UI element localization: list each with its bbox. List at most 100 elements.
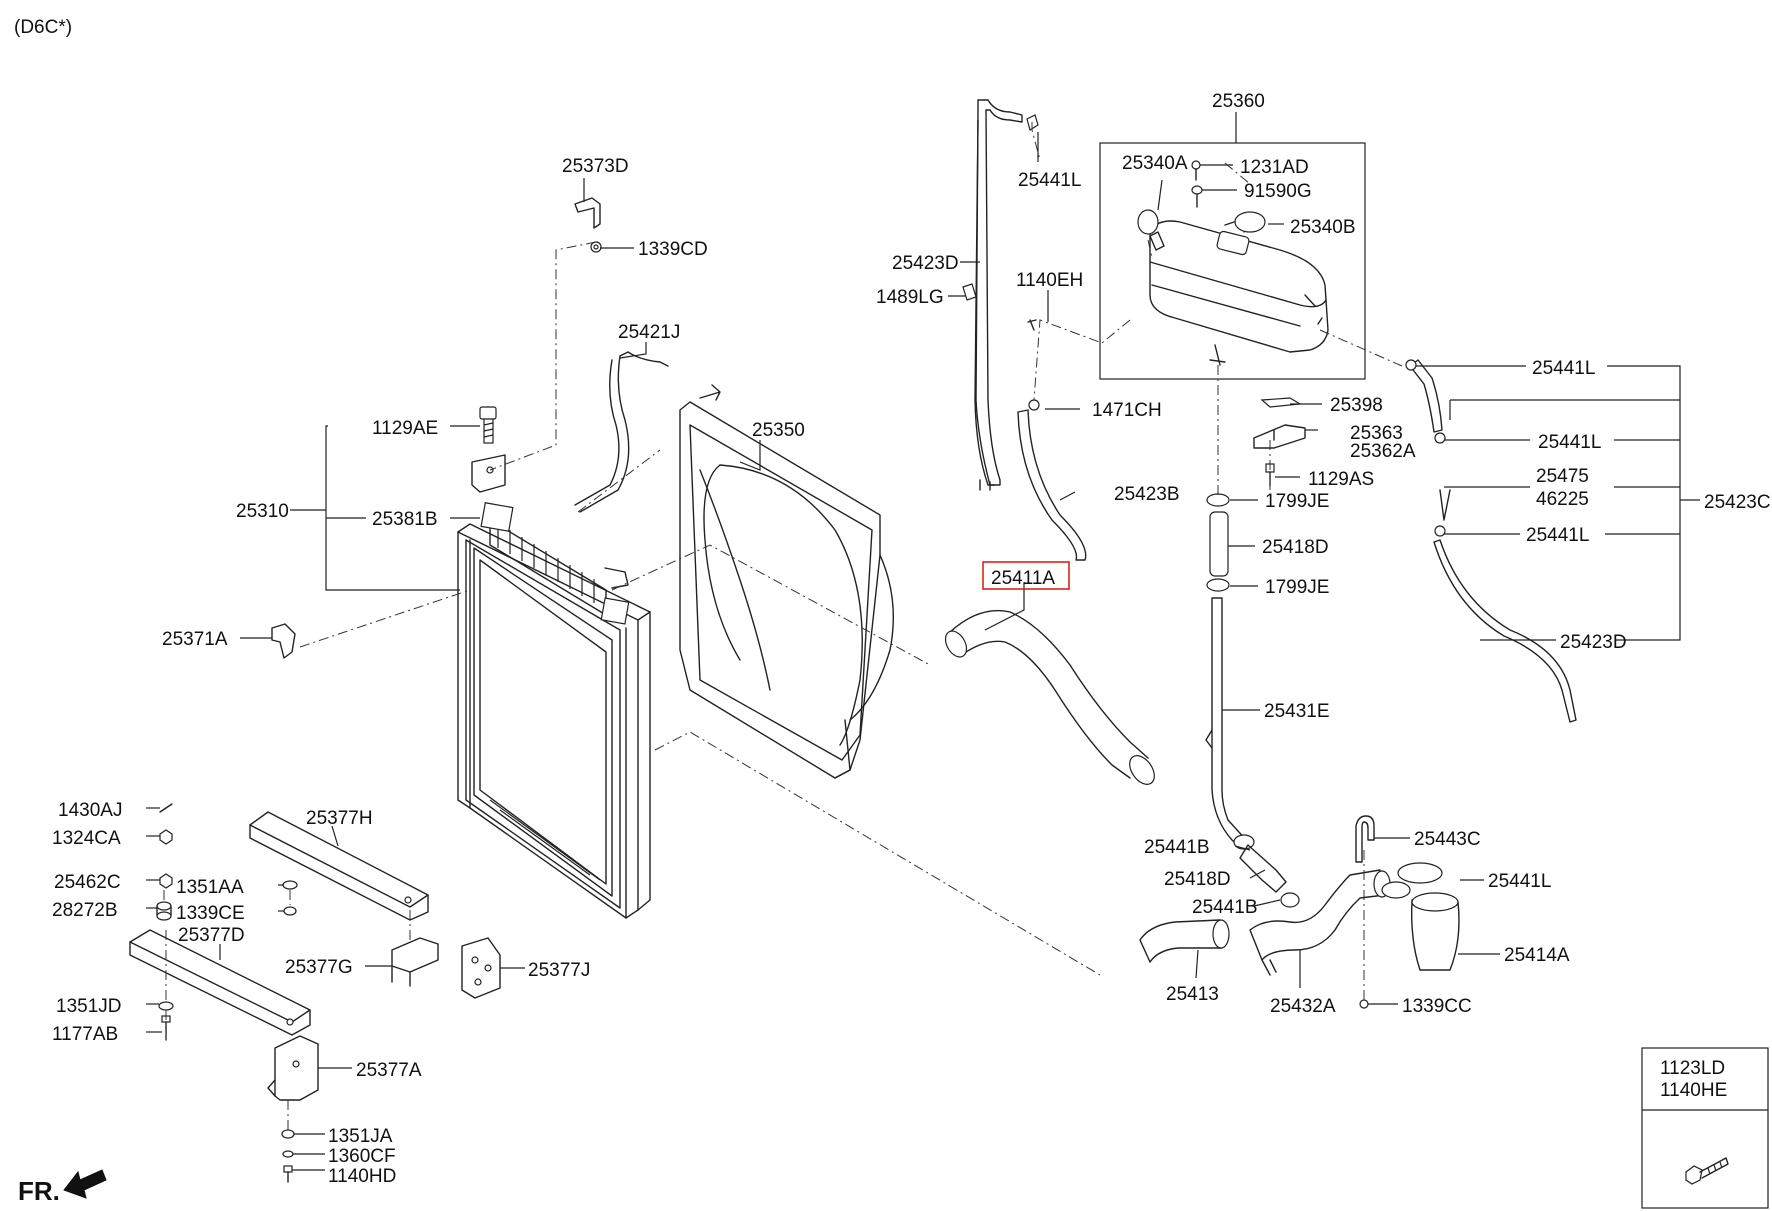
- label-25423D-right[interactable]: 25423D: [1560, 632, 1627, 653]
- clamp-25441B-lower: [1280, 892, 1300, 908]
- label-25414A[interactable]: 25414A: [1504, 945, 1570, 966]
- label-46225[interactable]: 46225: [1536, 489, 1589, 510]
- washer-1351JD: [158, 1001, 174, 1011]
- label-25340A[interactable]: 25340A: [1122, 153, 1188, 174]
- label-1339CD[interactable]: 1339CD: [638, 239, 708, 260]
- label-25377H[interactable]: 25377H: [306, 808, 373, 829]
- label-25441L-top[interactable]: 25441L: [1018, 170, 1081, 191]
- label-25432A[interactable]: 25432A: [1270, 996, 1336, 1017]
- label-1339CC[interactable]: 1339CC: [1402, 996, 1472, 1017]
- front-direction-indicator: FR.: [18, 1169, 107, 1206]
- label-25441L-lower[interactable]: 25441L: [1488, 871, 1551, 892]
- label-1177AB[interactable]: 1177AB: [52, 1024, 118, 1045]
- label-25431E[interactable]: 25431E: [1264, 701, 1330, 722]
- label-25373D[interactable]: 25373D: [562, 156, 629, 177]
- label-25340B[interactable]: 25340B: [1290, 217, 1356, 238]
- label-25363[interactable]: 25363: [1350, 423, 1403, 444]
- label-1799JE-lower[interactable]: 1799JE: [1265, 577, 1329, 598]
- legend-code-2[interactable]: 1140HE: [1660, 1080, 1727, 1101]
- label-25381B[interactable]: 25381B: [372, 509, 438, 530]
- label-1430AJ[interactable]: 1430AJ: [58, 800, 122, 821]
- label-25360[interactable]: 25360: [1212, 91, 1265, 112]
- assembly-lines: [163, 122, 1403, 1130]
- label-28272B[interactable]: 28272B: [52, 900, 118, 921]
- bracket-25371A: [271, 623, 296, 659]
- label-25413[interactable]: 25413: [1166, 984, 1219, 1005]
- bolt-1140EH: [1027, 319, 1037, 331]
- leader-lines: [146, 112, 1700, 1171]
- clamp-1799JE-upper: [1206, 493, 1230, 507]
- bracket-25377J: [461, 937, 501, 999]
- label-1324CA[interactable]: 1324CA: [52, 828, 121, 849]
- label-25418D-upper[interactable]: 25418D: [1262, 537, 1329, 558]
- label-25377D[interactable]: 25377D: [178, 925, 245, 946]
- nut-1324CA: [159, 829, 173, 845]
- label-25441B-lower[interactable]: 25441B: [1192, 897, 1258, 918]
- reservoir-tank-25360: [1149, 219, 1329, 366]
- part-labels: 25373D 1339CD 25421J 1129AE 25310 25381B…: [52, 91, 1771, 1187]
- label-1351JD[interactable]: 1351JD: [56, 996, 122, 1017]
- pipe-25431E: [1205, 597, 1249, 849]
- pipe-25432A: [1249, 869, 1391, 976]
- hose-25423D-upper: [974, 99, 1023, 491]
- label-25398[interactable]: 25398: [1330, 395, 1383, 416]
- label-25441L-right-2[interactable]: 25441L: [1538, 432, 1601, 453]
- label-25418D-lower[interactable]: 25418D: [1164, 869, 1231, 890]
- clamp-1799JE-lower: [1206, 578, 1230, 592]
- engine-code: (D6C*): [14, 17, 72, 38]
- label-25423B[interactable]: 25423B: [1114, 484, 1180, 505]
- bracket-25377G: [391, 937, 439, 987]
- label-25362A[interactable]: 25362A: [1350, 441, 1416, 462]
- label-25441B-upper[interactable]: 25441B: [1144, 837, 1210, 858]
- hose-25418D-upper: [1209, 511, 1229, 577]
- label-25441L-right-1[interactable]: 25441L: [1532, 358, 1595, 379]
- label-25350[interactable]: 25350: [752, 420, 805, 441]
- label-25423C[interactable]: 25423C: [1704, 492, 1771, 513]
- label-1351AA[interactable]: 1351AA: [176, 877, 244, 898]
- fastener-legend-box: 1123LD 1140HE: [1641, 1047, 1769, 1209]
- label-25371A[interactable]: 25371A: [162, 629, 228, 650]
- radiator-drawing: [457, 502, 651, 919]
- label-25377A[interactable]: 25377A: [356, 1060, 422, 1081]
- nut-1339CE: [283, 906, 297, 916]
- label-25423D-upper[interactable]: 25423D: [892, 253, 959, 274]
- nut-25462C: [159, 873, 173, 889]
- label-1129AE[interactable]: 1129AE: [372, 418, 438, 439]
- label-1471CH[interactable]: 1471CH: [1092, 400, 1162, 421]
- pipe-25421J: [579, 351, 669, 513]
- label-25377G[interactable]: 25377G: [285, 957, 353, 978]
- label-25377J[interactable]: 25377J: [528, 960, 590, 981]
- hose-25418D-lower: [1239, 844, 1287, 893]
- nut-1339CC: [1359, 999, 1369, 1009]
- cap-25340A: [1137, 209, 1165, 251]
- label-1231AD[interactable]: 1231AD: [1240, 157, 1309, 178]
- label-1799JE-upper[interactable]: 1799JE: [1265, 491, 1329, 512]
- bolt-top-shroud: [699, 384, 721, 401]
- highlight-box-25411A: [982, 561, 1070, 590]
- label-1360CF[interactable]: 1360CF: [328, 1146, 396, 1167]
- label-25462C[interactable]: 25462C: [54, 872, 121, 893]
- label-1129AS[interactable]: 1129AS: [1308, 469, 1374, 490]
- bolt-1140HD: [283, 1165, 293, 1183]
- label-1339CE[interactable]: 1339CE: [176, 903, 245, 924]
- label-25421J[interactable]: 25421J: [618, 322, 680, 343]
- front-arrow-icon: [63, 1169, 107, 1199]
- label-1140HD[interactable]: 1140HD: [328, 1166, 396, 1187]
- label-1140EH[interactable]: 1140EH: [1016, 270, 1083, 291]
- label-1351JA[interactable]: 1351JA: [328, 1126, 393, 1147]
- label-91590G[interactable]: 91590G: [1244, 181, 1312, 202]
- clamp-1489LG: [962, 283, 977, 301]
- label-25475[interactable]: 25475: [1536, 466, 1589, 487]
- label-1489LG[interactable]: 1489LG: [876, 287, 944, 308]
- clamp-25441L-lower: [1381, 862, 1443, 899]
- label-25310[interactable]: 25310: [236, 501, 289, 522]
- bolt-1129AE: [479, 406, 497, 444]
- label-25441L-right-3[interactable]: 25441L: [1526, 525, 1589, 546]
- bracket-25373D: [574, 197, 602, 253]
- legend-code-1[interactable]: 1123LD: [1660, 1058, 1725, 1079]
- label-25411A[interactable]: 25411A: [991, 568, 1055, 589]
- hose-25423D-right: [1405, 359, 1577, 723]
- label-25443C[interactable]: 25443C: [1414, 829, 1481, 850]
